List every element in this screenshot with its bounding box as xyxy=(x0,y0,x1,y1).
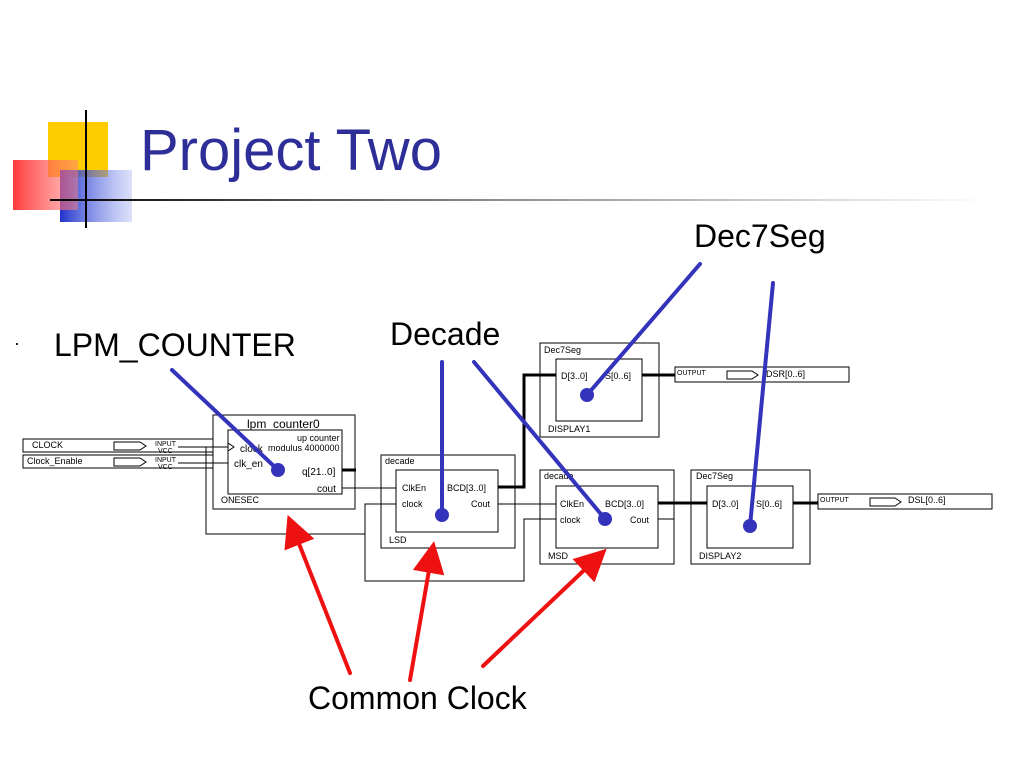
lsd-pin-clken: ClkEn xyxy=(402,483,426,493)
input-clock-type: INPUT xyxy=(155,441,177,448)
input-clock-enable-label: Clock_Enable xyxy=(27,456,83,466)
msd-instance: MSD xyxy=(548,551,569,561)
display1-instance: DISPLAY1 xyxy=(548,424,590,434)
horizontal-rule xyxy=(50,199,990,201)
display2-pin-s: S[0..6] xyxy=(756,499,782,509)
msd-pin-clken: ClkEn xyxy=(560,499,584,509)
input-clock-enable-sub: VCC xyxy=(158,464,173,471)
display1-pin-d: D[3..0] xyxy=(561,371,588,381)
counter-instance: ONESEC xyxy=(221,495,260,505)
input-clock-label: CLOCK xyxy=(32,440,63,450)
msd-pin-clock: clock xyxy=(560,515,581,525)
output-dsr-type: OUTPUT xyxy=(677,370,707,377)
callout-common-clock: Common Clock xyxy=(308,680,527,716)
output-dsl-type: OUTPUT xyxy=(820,497,850,504)
decade-lsd-block xyxy=(380,454,516,549)
lsd-pin-bcd: BCD[3..0] xyxy=(447,483,486,493)
counter-pin-clk-en: clk_en xyxy=(234,459,263,470)
dec7seg-display2-block xyxy=(690,469,811,565)
arrow-common-clock-lsd xyxy=(408,541,445,682)
output-dsl-label: DSL[0..6] xyxy=(908,495,946,505)
callout-decade: Decade xyxy=(390,316,501,352)
lsd-pin-cout: Cout xyxy=(471,499,491,509)
display2-title: Dec7Seg xyxy=(696,471,733,481)
red-square xyxy=(13,160,78,210)
output-dsr-label: DSR[0..6] xyxy=(766,369,805,379)
counter-pin-cout: cout xyxy=(317,484,336,495)
bullet-lpm-counter: LPM_COUNTER xyxy=(54,327,296,363)
bullet-marker: · xyxy=(14,333,20,353)
msd-title: decade xyxy=(544,471,574,481)
pointer-decade-msd xyxy=(472,360,607,521)
msd-pin-cout: Cout xyxy=(630,515,650,525)
pointer-dec7seg-1 xyxy=(585,262,702,397)
counter-desc1: up counter xyxy=(297,433,340,443)
counter-desc2: modulus 4000000 xyxy=(268,443,340,453)
lsd-instance: LSD xyxy=(389,535,407,545)
counter-pin-q: q[21..0] xyxy=(302,467,336,478)
display1-pin-s: S[0..6] xyxy=(605,371,631,381)
callout-dec7seg: Dec7Seg xyxy=(694,218,826,254)
counter-pin-clock: clock xyxy=(240,444,264,455)
msd-pin-bcd: BCD[3..0] xyxy=(605,499,644,509)
lsd-title: decade xyxy=(385,456,415,466)
display1-title: Dec7Seg xyxy=(544,345,581,355)
input-clock-sub: VCC xyxy=(158,448,173,455)
decorative-squares xyxy=(13,110,990,228)
display2-instance: DISPLAY2 xyxy=(699,551,741,561)
slide-title: Project Two xyxy=(140,118,442,183)
pointer-lpm-counter xyxy=(170,368,280,472)
decade-msd-block xyxy=(539,469,675,565)
lsd-pin-clock: clock xyxy=(402,499,423,509)
display2-pin-d: D[3..0] xyxy=(712,499,739,509)
input-clock-enable-type: INPUT xyxy=(155,457,177,464)
arrow-common-clock-msd xyxy=(481,548,607,668)
dec7seg-display1-block xyxy=(539,342,660,438)
counter-block xyxy=(212,414,356,510)
pointer-dec7seg-2 xyxy=(748,281,775,528)
counter-title: lpm_counter0 xyxy=(247,417,320,431)
arrow-common-clock-counter xyxy=(284,514,352,675)
